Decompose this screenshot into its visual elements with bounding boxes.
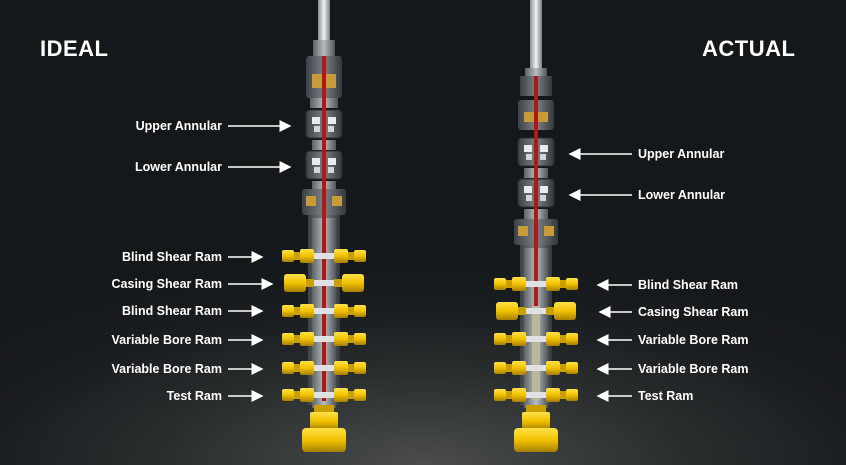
ideal-label-casing-shear-ram: Casing Shear Ram	[111, 277, 222, 291]
ideal-label-test-ram: Test Ram	[166, 389, 222, 403]
actual-label-variable-bore-ram-2: Variable Bore Ram	[638, 362, 749, 376]
ideal-bop-stack	[282, 0, 366, 452]
ideal-label-variable-bore-ram-1: Variable Bore Ram	[111, 333, 222, 347]
actual-bop-stack	[494, 0, 578, 452]
actual-label-lower-annular: Lower Annular	[638, 188, 726, 202]
ideal-label-blind-shear-ram-1: Blind Shear Ram	[121, 250, 222, 264]
ideal-heading: IDEAL	[40, 36, 109, 61]
actual-label-variable-bore-ram-1: Variable Bore Ram	[638, 333, 749, 347]
actual-heading: ACTUAL	[702, 36, 796, 61]
ideal-label-upper-annular: Upper Annular	[135, 119, 222, 133]
actual-label-casing-shear-ram: Casing Shear Ram	[638, 305, 749, 319]
ideal-label-blind-shear-ram-2: Blind Shear Ram	[121, 304, 222, 318]
actual-arrows	[568, 148, 632, 402]
actual-label-test-ram: Test Ram	[638, 389, 694, 403]
actual-label-blind-shear-ram: Blind Shear Ram	[638, 278, 739, 292]
ideal-label-variable-bore-ram-2: Variable Bore Ram	[111, 362, 222, 376]
ideal-label-lower-annular: Lower Annular	[134, 160, 222, 174]
actual-label-upper-annular: Upper Annular	[638, 147, 725, 161]
ideal-arrows	[228, 120, 292, 402]
